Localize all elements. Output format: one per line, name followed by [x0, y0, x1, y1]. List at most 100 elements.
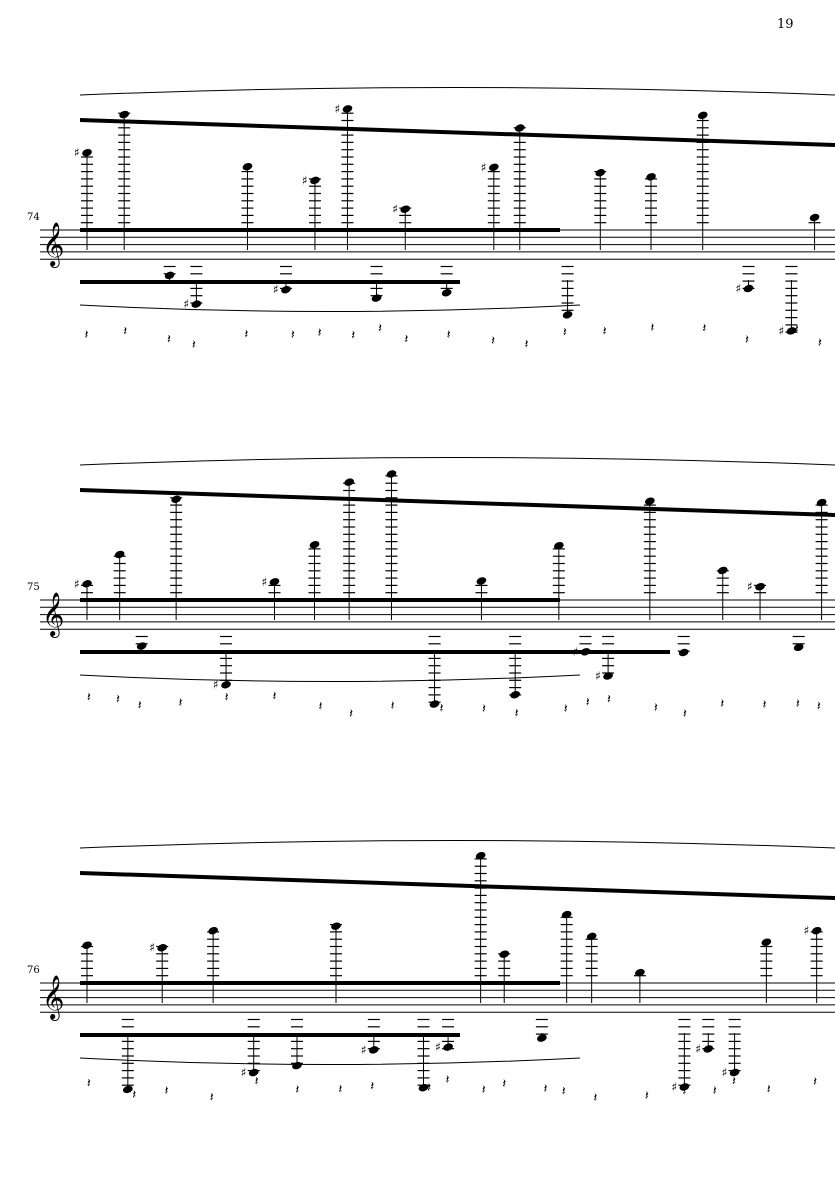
quarter-rest-icon: 𝄽: [650, 321, 654, 336]
notehead: [114, 550, 125, 559]
notehead: [580, 648, 591, 656]
notehead: [729, 1068, 740, 1077]
quarter-rest-icon: 𝄽: [87, 1077, 91, 1092]
quarter-rest-icon: 𝄽: [244, 327, 248, 342]
quarter-rest-icon: 𝄽: [654, 701, 658, 716]
quarter-rest-icon: 𝄽: [818, 336, 822, 351]
beam: [80, 650, 670, 654]
quarter-rest-icon: 𝄽: [225, 691, 229, 706]
notehead: [171, 495, 181, 503]
beam: [80, 228, 560, 232]
notehead: [248, 1068, 259, 1077]
notehead: [443, 1043, 453, 1051]
quarter-rest-icon: 𝄽: [391, 699, 395, 714]
quarter-rest-icon: 𝄽: [515, 707, 519, 722]
sharp-icon: ♯: [671, 1080, 677, 1094]
quarter-rest-icon: 𝄽: [796, 697, 800, 712]
quarter-rest-icon: 𝄽: [447, 328, 451, 343]
quarter-rest-icon: 𝄽: [603, 324, 607, 339]
notehead: [119, 110, 130, 119]
notehead: [221, 681, 231, 689]
quarter-rest-icon: 𝄽: [564, 702, 568, 717]
notehead: [703, 1045, 714, 1053]
notehead: [82, 941, 92, 949]
sharp-icon: ♯: [334, 102, 340, 116]
notehead: [164, 271, 175, 280]
quarter-rest-icon: 𝄽: [291, 328, 295, 343]
beam: [79, 871, 835, 900]
sharp-icon: ♯: [392, 202, 398, 216]
notehead: [646, 173, 656, 181]
sharp-icon: ♯: [74, 577, 80, 591]
sharp-icon: ♯: [213, 678, 219, 692]
notehead: [82, 580, 92, 588]
notehead: [157, 944, 168, 952]
notehead: [561, 910, 572, 919]
sharp-icon: ♯: [302, 173, 308, 187]
sharp-icon: ♯: [261, 575, 267, 589]
beam: [80, 598, 560, 602]
quarter-rest-icon: 𝄽: [482, 702, 486, 717]
notehead: [635, 968, 645, 977]
quarter-rest-icon: 𝄽: [491, 334, 495, 349]
notehead: [595, 169, 606, 177]
notehead: [386, 470, 397, 478]
sharp-icon: ♯: [722, 1066, 728, 1080]
quarter-rest-icon: 𝄽: [543, 1082, 547, 1097]
quarter-rest-icon: 𝄽: [645, 1089, 649, 1104]
quarter-rest-icon: 𝄽: [502, 1077, 506, 1092]
treble-clef-icon: 𝄞: [42, 592, 64, 638]
notehead: [292, 1061, 302, 1070]
tie: [79, 87, 835, 96]
quarter-rest-icon: 𝄽: [745, 333, 749, 348]
measure-number-76: 76: [27, 965, 40, 976]
quarter-rest-icon: 𝄽: [713, 1084, 717, 1099]
notehead: [562, 311, 573, 319]
notehead: [441, 289, 452, 297]
quarter-rest-icon: 𝄽: [255, 1075, 259, 1090]
notehead: [310, 176, 320, 185]
notehead: [418, 1084, 429, 1092]
notehead: [786, 327, 797, 335]
quarter-rest-icon: 𝄽: [482, 1083, 486, 1098]
quarter-rest-icon: 𝄽: [732, 1074, 736, 1089]
measure-number-75: 75: [27, 582, 40, 593]
sharp-icon: ♯: [481, 160, 487, 174]
sharp-icon: ♯: [241, 1066, 247, 1080]
notehead: [371, 294, 382, 302]
quarter-rest-icon: 𝄽: [427, 1081, 431, 1096]
notehead: [743, 284, 754, 293]
beam: [80, 981, 560, 985]
quarter-rest-icon: 𝄽: [295, 1083, 299, 1098]
notehead: [679, 1083, 690, 1091]
notehead: [793, 643, 804, 652]
notehead: [697, 111, 708, 120]
quarter-rest-icon: 𝄽: [439, 702, 443, 717]
notehead: [208, 926, 218, 935]
notehead: [475, 852, 486, 860]
notehead: [476, 577, 487, 585]
tie: [79, 1057, 581, 1065]
notehead: [755, 582, 765, 591]
notehead: [242, 162, 253, 171]
sharp-icon: ♯: [149, 941, 155, 955]
quarter-rest-icon: 𝄽: [370, 1080, 374, 1095]
sharp-icon: ♯: [747, 580, 753, 594]
quarter-rest-icon: 𝄽: [524, 338, 528, 353]
quarter-rest-icon: 𝄽: [319, 700, 323, 715]
sharp-icon: ♯: [273, 283, 279, 297]
notehead: [82, 148, 92, 157]
quarter-rest-icon: 𝄽: [562, 1084, 566, 1099]
notehead: [761, 938, 772, 946]
measure-number-74: 74: [27, 212, 40, 223]
quarter-rest-icon: 𝄽: [164, 1084, 168, 1099]
quarter-rest-icon: 𝄽: [84, 328, 88, 343]
sharp-icon: ♯: [361, 1043, 367, 1057]
quarter-rest-icon: 𝄽: [607, 693, 611, 708]
quarter-rest-icon: 𝄽: [683, 707, 687, 722]
notehead: [191, 300, 202, 308]
sharp-icon: ♯: [736, 282, 742, 296]
quarter-rest-icon: 𝄽: [813, 1075, 817, 1090]
treble-clef-icon: 𝄞: [42, 222, 64, 268]
